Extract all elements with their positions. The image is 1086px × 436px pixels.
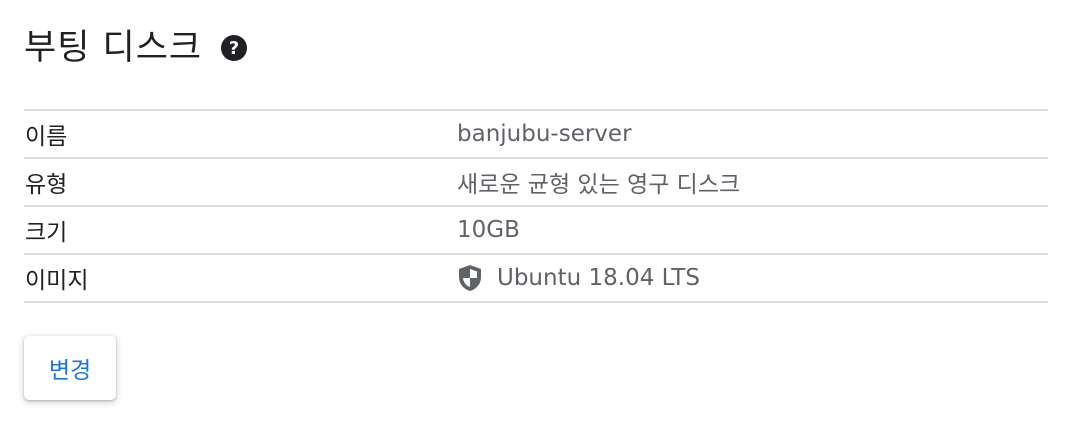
disk-name-value: banjubu-server [457, 121, 632, 147]
row-label: 이미지 [25, 268, 89, 294]
help-icon[interactable]: ? [220, 34, 248, 62]
section-header: 부팅 디스크 ? [24, 22, 248, 74]
disk-type-value: 새로운 균형 있는 영구 디스크 [457, 172, 741, 198]
table-row-size: 크기 10GB [24, 207, 1048, 255]
boot-disk-details-table: 이름 banjubu-server 유형 새로운 균형 있는 영구 디스크 크기… [24, 109, 1048, 303]
row-value: 10GB [457, 217, 1048, 243]
row-label: 이름 [25, 124, 68, 150]
row-label: 유형 [25, 172, 68, 198]
row-value: Ubuntu 18.04 LTS [457, 264, 1048, 292]
table-row-image: 이미지 Ubuntu 18.04 LTS [24, 255, 1048, 303]
shield-icon [457, 264, 483, 292]
page-title: 부팅 디스크 [24, 28, 203, 68]
row-value: 새로운 균형 있는 영구 디스크 [457, 165, 1048, 199]
disk-size-value: 10GB [457, 217, 520, 243]
svg-text:?: ? [229, 38, 239, 59]
table-row-name: 이름 banjubu-server [24, 111, 1048, 159]
change-button[interactable]: 변경 [24, 336, 116, 400]
row-label: 크기 [25, 220, 68, 246]
disk-image-value: Ubuntu 18.04 LTS [497, 265, 700, 291]
table-row-type: 유형 새로운 균형 있는 영구 디스크 [24, 159, 1048, 207]
row-value: banjubu-server [457, 121, 1048, 147]
